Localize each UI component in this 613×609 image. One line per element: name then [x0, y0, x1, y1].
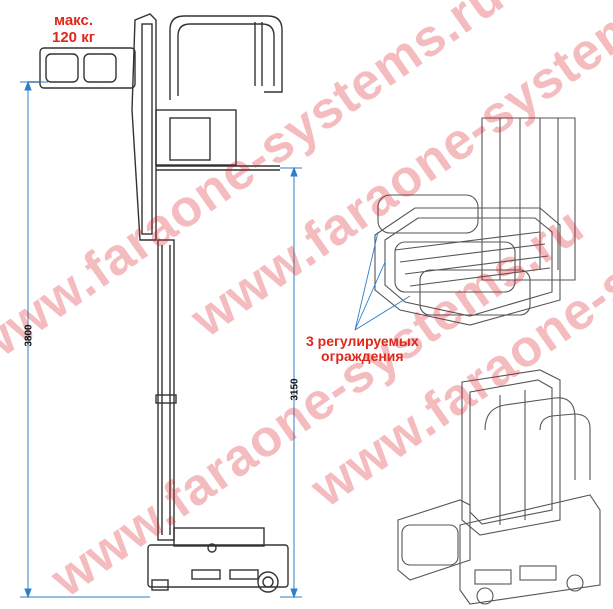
platform-basket: [39, 47, 136, 89]
rail-pointer-lines: [354, 231, 411, 331]
lift-isometric-drawing: [397, 369, 601, 605]
overall-height-value: 3800: [23, 324, 35, 347]
capacity-label: макс. 120 кг: [52, 12, 95, 46]
capacity-label-line1: макс.: [53, 12, 93, 29]
capacity-label-line2: 120 кг: [52, 28, 95, 46]
dimension-lines: [20, 80, 302, 599]
adjustable-rails-label: 3 регулируемых ограждения: [306, 333, 419, 365]
rails-label-line2: ограждения: [321, 348, 404, 365]
side-elevation-drawing: [28, 13, 289, 593]
rear-wheel: [257, 571, 279, 593]
telescopic-mast: [157, 239, 175, 541]
base-chassis: [147, 544, 289, 588]
platform-height-value: 3150: [289, 378, 301, 401]
mast-housing: [131, 13, 157, 241]
guard-rail: [169, 15, 283, 100]
rails-label-line1: 3 регулируемых: [306, 333, 419, 349]
platform-closeup-drawing: [374, 117, 576, 326]
